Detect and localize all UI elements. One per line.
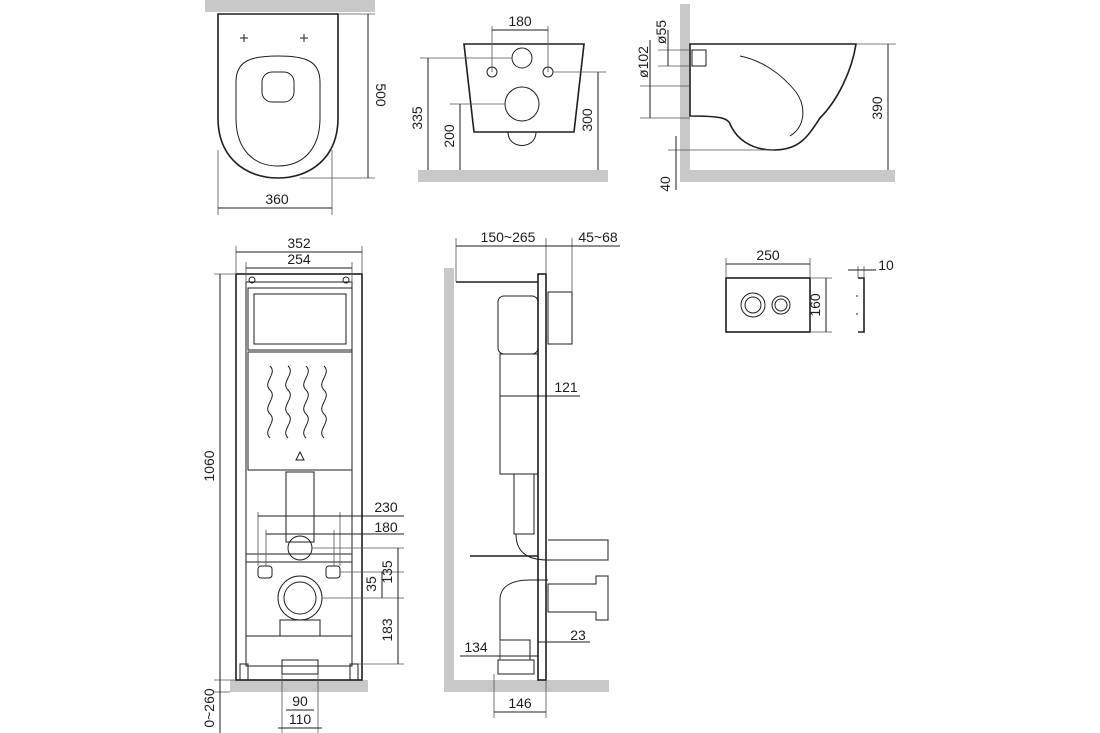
dim-side-base-depth: 146 <box>508 695 532 711</box>
button-plate <box>725 277 811 333</box>
dim-frame-foot-outer: 110 <box>289 711 312 727</box>
floor-hatch-frame <box>230 680 368 692</box>
dim-side-plate: 23 <box>570 627 586 643</box>
tank-wave-pattern <box>267 365 327 439</box>
dim-frame-width-inner: 254 <box>287 251 311 267</box>
foot-center <box>281 659 319 675</box>
flush-pipe-side <box>513 473 535 535</box>
floor-hatch-rear <box>418 170 608 182</box>
dim-frame-foot-inner: 90 <box>292 693 308 709</box>
bowl-opening <box>261 71 295 103</box>
dim-rear-bolt-spacing: 180 <box>508 13 532 29</box>
bowl-side-view: ø55 ø102 390 40 <box>635 4 896 192</box>
dim-inlet-diameter: ø55 <box>653 20 669 44</box>
button-small-inner <box>774 298 788 312</box>
brand-logo-icon <box>295 450 305 461</box>
dim-frame-outlet-height: 183 <box>379 618 395 642</box>
mount-slot-left <box>257 565 273 579</box>
button-side-profile <box>858 277 865 333</box>
wall-hatch-frame-side <box>444 268 454 692</box>
dim-side-wall-range: 45~68 <box>578 229 618 245</box>
seat-outline <box>235 55 321 167</box>
frame-side-post <box>537 273 547 681</box>
outlet-socket <box>499 639 531 661</box>
dim-frame-offset-small: 35 <box>363 576 379 592</box>
dim-rear-inlet-height: 335 <box>409 106 425 130</box>
rear-outlet-stub <box>507 131 537 146</box>
floor-hatch-side <box>680 170 895 182</box>
dim-frame-leg-adjust: 0~260 <box>201 688 217 728</box>
tank-body <box>499 353 539 475</box>
dim-side-floor-gap: 40 <box>657 176 673 192</box>
dim-button-height: 160 <box>807 293 823 317</box>
dim-frame-offset-mid: 135 <box>379 560 395 584</box>
mount-slot-right <box>325 565 341 579</box>
frame-front-view: 352 254 1060 0~260 230 180 35 135 <box>201 235 404 733</box>
dim-bowl-width: 360 <box>265 191 289 207</box>
dim-frame-height: 1060 <box>201 450 217 481</box>
dim-rear-bolt-height: 300 <box>579 108 595 132</box>
flush-button-view: 250 160 10 <box>725 247 894 333</box>
bowl-outline <box>217 13 339 179</box>
button-large-outer <box>740 292 766 318</box>
dim-side-tank-depth: 121 <box>554 379 578 395</box>
inlet-fitting <box>287 535 313 561</box>
dim-outlet-diameter: ø102 <box>635 46 651 78</box>
inlet-circle <box>511 47 533 69</box>
rear-outline <box>463 43 585 133</box>
outlet-ring-outer <box>277 575 323 621</box>
outlet-circle <box>504 86 540 122</box>
side-inner-curve <box>739 55 804 137</box>
floor-hatch-frame-side <box>444 680 609 692</box>
frame-inner <box>245 281 353 667</box>
flush-pipe <box>285 471 315 543</box>
dim-button-depth: 10 <box>878 257 894 273</box>
button-large-inner <box>744 296 762 314</box>
button-small-outer <box>771 295 791 315</box>
inlet-pipe-side <box>515 533 609 561</box>
outlet-elbow <box>499 579 548 640</box>
dim-rear-outlet-height: 200 <box>441 124 457 148</box>
bowl-rear-view: 180 335 200 300 <box>409 13 608 182</box>
dim-frame-width-outer: 352 <box>287 235 311 251</box>
dim-frame-mount-outer: 230 <box>374 499 398 515</box>
frame-side-view: 150~265 45~68 121 134 23 146 <box>444 229 620 718</box>
wall-hatch-side <box>680 4 690 178</box>
dim-side-pipe-offset: 134 <box>464 639 488 655</box>
dim-frame-mount-inner: 180 <box>374 519 398 535</box>
dim-side-height: 390 <box>869 96 885 120</box>
mount-hole-marks <box>240 34 308 42</box>
dim-bowl-length: 500 <box>373 83 389 107</box>
wall-hatch-top <box>205 0 375 12</box>
dim-button-width: 250 <box>756 247 780 263</box>
outlet-pipe-side <box>547 575 609 621</box>
bowl-top-view: 500 360 <box>205 0 389 215</box>
dim-side-depth-range: 150~265 <box>481 229 536 245</box>
flush-box <box>547 291 573 345</box>
tank-panel <box>247 351 353 471</box>
outlet-ring-inner <box>283 581 317 615</box>
flush-opening <box>247 287 353 351</box>
side-outline <box>689 43 857 151</box>
side-inlet-stub <box>691 49 707 67</box>
tank-top <box>497 295 539 355</box>
frame-outline <box>235 273 363 681</box>
